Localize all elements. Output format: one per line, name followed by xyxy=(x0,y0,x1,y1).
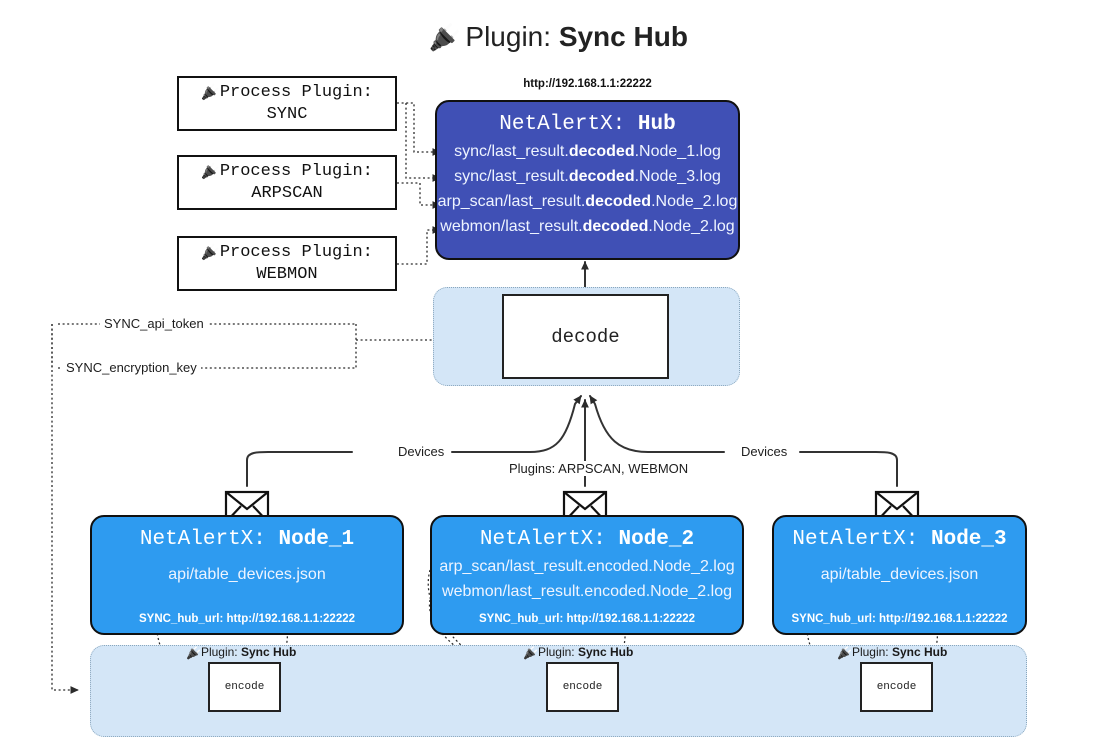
hub-log-line-2: sync/last_result.decoded.Node_3.log xyxy=(454,168,721,185)
plug-icon: 🔌 xyxy=(201,164,220,181)
node1-line-1: api/table_devices.json xyxy=(168,566,326,583)
encode-label-1: encode xyxy=(224,681,265,693)
encoder3-caption: 🔌Plugin: Sync Hub xyxy=(837,645,948,660)
node3-line-1: api/table_devices.json xyxy=(820,566,979,583)
edge-node3-devices-b xyxy=(589,395,725,453)
process-plugin-title-1: 🔌Process Plugin: xyxy=(201,162,373,181)
plug-icon: 🔌 xyxy=(201,85,220,102)
process-plugin-box-webmon[interactable]: 🔌Process Plugin: WEBMON xyxy=(177,236,397,291)
process-plugin-title-0: 🔌Process Plugin: xyxy=(201,83,373,102)
edge-label-center-plugins: Plugins: ARPSCAN, WEBMON xyxy=(505,461,693,476)
edge-node1-devices-b xyxy=(451,395,582,453)
edge-webmon-to-log4 xyxy=(397,226,441,265)
node-box-node2[interactable]: NetAlertX: Node_2 arp_scan/last_result.e… xyxy=(430,515,744,635)
edge-label-right-devices: Devices xyxy=(737,444,792,459)
node2-footer: SYNC_hub_url: http://192.168.1.1:22222 xyxy=(478,613,696,625)
node1-footer: SYNC_hub_url: http://192.168.1.1:22222 xyxy=(138,613,356,625)
plug-icon: 🔌 xyxy=(837,646,852,660)
page-title-prefix: Plugin: xyxy=(465,21,552,52)
process-plugin-title-2: 🔌Process Plugin: xyxy=(201,243,373,262)
encode-label-3: encode xyxy=(876,681,917,693)
encoder1-caption: 🔌Plugin: Sync Hub xyxy=(186,645,297,660)
hub-header: NetAlertX: Hub xyxy=(499,113,676,136)
hub-log-line-3: arp_scan/last_result.decoded.Node_2.log xyxy=(437,193,738,210)
encode-box-1[interactable]: encode xyxy=(208,662,281,712)
encode-label-2: encode xyxy=(562,681,603,693)
edge-node3-devices-a xyxy=(799,451,898,487)
process-plugin-box-arpscan[interactable]: 🔌Process Plugin: ARPSCAN xyxy=(177,155,397,210)
hub-log-line-1: sync/last_result.decoded.Node_1.log xyxy=(454,143,721,160)
edge-label-left-devices: Devices xyxy=(394,444,449,459)
edge-sync-to-log2 xyxy=(405,103,441,182)
process-plugin-name-1: ARPSCAN xyxy=(251,184,323,203)
edge-secrets-to-encoders xyxy=(51,324,79,694)
edge-arpscan-to-log3 xyxy=(397,182,441,209)
plug-icon: 🔌 xyxy=(523,646,538,660)
page-title-name: Sync Hub xyxy=(558,21,688,52)
edge-sync-to-log1 xyxy=(397,102,441,156)
decode-label: decode xyxy=(551,325,620,348)
plug-icon: 🔌 xyxy=(186,646,201,660)
node3-footer: SYNC_hub_url: http://192.168.1.1:22222 xyxy=(791,613,1008,625)
node-box-node1[interactable]: NetAlertX: Node_1 api/table_devices.json… xyxy=(90,515,404,635)
decode-box[interactable]: decode xyxy=(502,294,669,379)
node2-line-2: webmon/last_result.encoded.Node_2.log xyxy=(442,583,732,600)
hub-url-caption: http://192.168.1.1:22222 xyxy=(523,78,652,90)
node2-line-1: arp_scan/last_result.encoded.Node_2.log xyxy=(439,558,735,575)
encode-box-2[interactable]: encode xyxy=(546,662,619,712)
page-title: 🔌Plugin: Sync Hub xyxy=(0,14,1117,60)
process-plugin-name-2: WEBMON xyxy=(256,265,318,284)
hub-log-line-4: webmon/last_result.decoded.Node_2.log xyxy=(440,218,735,235)
plug-icon: 🔌 xyxy=(201,245,220,262)
hub-node[interactable]: NetAlertX: Hub sync/last_result.decoded.… xyxy=(435,100,740,260)
node3-header: NetAlertX: Node_3 xyxy=(792,528,1007,551)
encoder2-caption: 🔌Plugin: Sync Hub xyxy=(523,645,634,660)
node1-header: NetAlertX: Node_1 xyxy=(139,528,355,551)
encode-box-3[interactable]: encode xyxy=(860,662,933,712)
secret-label-encryption-key: SYNC_encryption_key xyxy=(62,360,201,375)
edge-node1-devices-a xyxy=(246,451,353,487)
node2-header: NetAlertX: Node_2 xyxy=(479,528,695,551)
process-plugin-box-sync[interactable]: 🔌Process Plugin: SYNC xyxy=(177,76,397,131)
secret-label-api-token: SYNC_api_token xyxy=(100,316,208,331)
node-box-node3[interactable]: NetAlertX: Node_3 api/table_devices.json… xyxy=(772,515,1027,635)
process-plugin-name-0: SYNC xyxy=(266,105,308,124)
